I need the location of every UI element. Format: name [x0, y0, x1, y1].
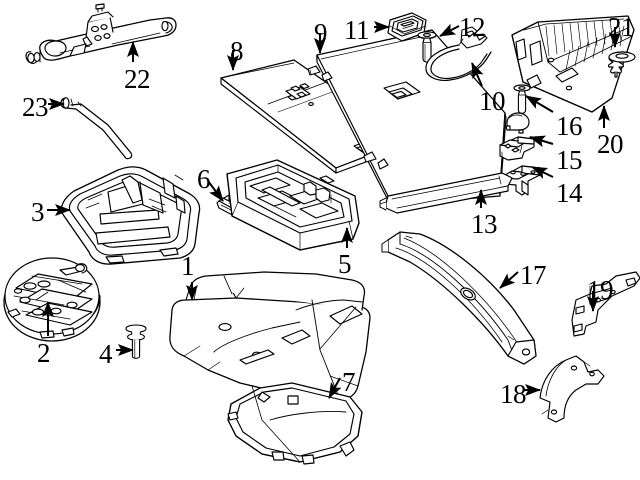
- callout-number-1: 1: [181, 251, 195, 281]
- callout-number-14: 14: [556, 178, 583, 208]
- part-3-tool-tray: [60, 166, 201, 265]
- part-11-handle-trim-cover: [387, 12, 427, 42]
- callout-number-12: 12: [459, 12, 486, 42]
- part-20-rear-sill-scuff-plate: [511, 15, 635, 113]
- leader-14: [531, 166, 554, 179]
- leader-16: [525, 95, 554, 113]
- leader-12: [439, 23, 460, 37]
- leader-7: [328, 377, 342, 399]
- part-1-cargo-floor-panel: [169, 271, 371, 401]
- leader-10: [471, 62, 484, 87]
- callout-number-23: 23: [22, 92, 49, 122]
- leader-17: [499, 271, 519, 289]
- callout-number-11: 11: [344, 15, 370, 45]
- part-18-hinge-bracket-curved: [539, 355, 605, 423]
- callout-number-21: 21: [608, 12, 635, 42]
- part-10-retaining-strap-loop: [425, 26, 492, 81]
- callout-number-17: 17: [520, 260, 547, 290]
- callout-number-10: 10: [479, 86, 506, 116]
- callout-number-16: 16: [556, 111, 583, 141]
- callout-number-19: 19: [587, 275, 614, 305]
- callout-number-5: 5: [338, 249, 352, 279]
- leader-6: [207, 180, 224, 202]
- part-4-flange-bolt: [125, 324, 147, 359]
- callout-number-9: 9: [314, 18, 328, 48]
- callout-number-6: 6: [197, 164, 211, 194]
- part-2-tool-kit-round-container: [3, 257, 101, 342]
- callout-number-2: 2: [37, 338, 51, 368]
- callout-number-20: 20: [597, 129, 624, 159]
- part-16-grommet-and-pin-set: [505, 84, 531, 134]
- leader-15: [529, 135, 554, 148]
- part-22-scissor-jack: [25, 3, 177, 64]
- callout-number-18: 18: [500, 379, 527, 409]
- part-15-latch-striker-clip: [499, 136, 535, 161]
- part-7-under-floor-cover: [227, 382, 363, 465]
- callout-number-22: 22: [124, 64, 151, 94]
- part-17-cargo-cover-roller-blind: [381, 231, 537, 365]
- part-23-lug-wrench: [60, 97, 133, 160]
- callout-number-15: 15: [556, 145, 583, 175]
- callout-number-13: 13: [471, 209, 498, 239]
- callout-number-8: 8: [230, 36, 244, 66]
- part-21-push-pin-clip: [607, 51, 636, 78]
- part-5-storage-compartment-tray: [226, 159, 360, 251]
- callout-leader-lines: [42, 21, 621, 399]
- callout-number-3: 3: [31, 197, 45, 227]
- callout-number-7: 7: [342, 367, 356, 397]
- callout-number-4: 4: [99, 339, 113, 369]
